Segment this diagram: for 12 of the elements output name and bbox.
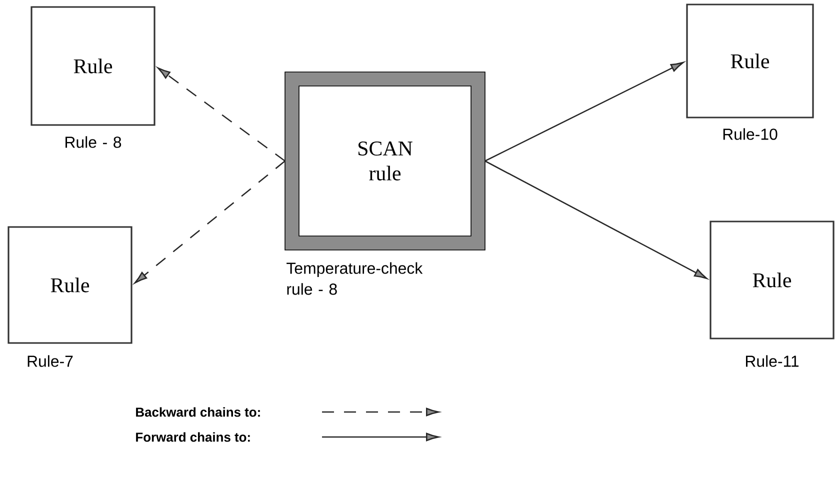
legend-label: Backward chains to:: [136, 407, 260, 417]
node-caption: Rule - 8: [66, 136, 122, 148]
node-caption: Rule-10: [723, 128, 778, 140]
legend-label: Forward chains to:: [136, 432, 250, 442]
arrow: [158, 67, 286, 162]
arrow: [134, 160, 286, 284]
node-caption: Temperature-check rule - 8: [286, 262, 423, 295]
arrow: [484, 62, 684, 162]
scan-rule-box: SCAN rule: [284, 72, 486, 250]
node-caption: Rule-7: [28, 355, 73, 367]
node-caption: Rule-11: [746, 355, 799, 367]
arrow: [484, 160, 708, 279]
